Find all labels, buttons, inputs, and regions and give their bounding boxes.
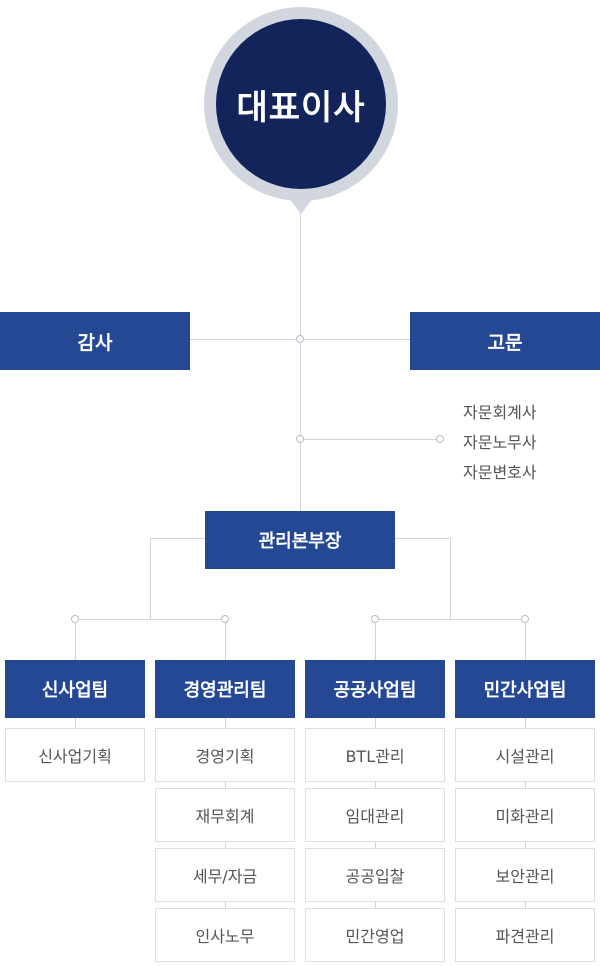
advisory-item-accountant: 자문회계사 [463, 403, 537, 422]
advisory-junction-dot [296, 435, 304, 443]
team1-junction-dot [71, 615, 79, 623]
team-label: 민간사업팀 [483, 680, 567, 701]
audit-junction-dot [296, 335, 304, 343]
task-box: 미화관리 [455, 788, 595, 842]
advisory-item-lawyer: 자문변호사 [463, 463, 537, 482]
task-box: 신사업기획 [5, 728, 145, 782]
division-left-v-line [150, 538, 151, 619]
team-label: 공공사업팀 [333, 680, 417, 701]
advisor-label: 고문 [487, 331, 523, 354]
team3-drop-line [375, 619, 376, 660]
task-box: 보안관리 [455, 848, 595, 902]
team-label: 신사업팀 [41, 680, 109, 701]
right-team-bus-line [375, 619, 526, 620]
task-box: 재무회계 [155, 788, 295, 842]
team3-junction-dot [371, 615, 379, 623]
audit-label: 감사 [77, 331, 113, 354]
team2-junction-dot [221, 615, 229, 623]
team1-drop-line [75, 619, 76, 660]
division-head-label: 관리본부장 [258, 531, 342, 552]
team2-drop-line [225, 619, 226, 660]
team1-task-line [75, 718, 76, 728]
main-vertical-line [300, 212, 301, 512]
division-right-h-line [395, 538, 450, 539]
task-box: BTL관리 [305, 728, 445, 782]
ceo-pointer [286, 194, 316, 214]
task-box: 공공입찰 [305, 848, 445, 902]
task-box: 경영기획 [155, 728, 295, 782]
task-box: 세무/자금 [155, 848, 295, 902]
team-management: 경영관리팀 [155, 660, 295, 718]
ceo-node: 대표이사 [216, 19, 386, 189]
task-box: 임대관리 [305, 788, 445, 842]
team-label: 경영관리팀 [183, 680, 267, 701]
task-box: 시설관리 [455, 728, 595, 782]
division-left-h-line [150, 538, 205, 539]
team-new-business: 신사업팀 [5, 660, 145, 718]
team4-junction-dot [521, 615, 529, 623]
audit-box: 감사 [0, 312, 190, 370]
division-right-v-line [450, 538, 451, 619]
ceo-label: 대표이사 [236, 87, 366, 128]
team-public-business: 공공사업팀 [305, 660, 445, 718]
advisory-item-labor-attorney: 자문노무사 [463, 433, 537, 452]
task-box: 인사노무 [155, 908, 295, 962]
task-box: 민간영업 [305, 908, 445, 962]
task-box: 파견관리 [455, 908, 595, 962]
advisory-end-dot [436, 435, 444, 443]
team4-drop-line [525, 619, 526, 660]
advisory-branch-line [300, 439, 441, 440]
division-head-box: 관리본부장 [205, 511, 395, 569]
team-private-business: 민간사업팀 [455, 660, 595, 718]
left-team-bus-line [75, 619, 226, 620]
advisor-box: 고문 [410, 312, 600, 370]
